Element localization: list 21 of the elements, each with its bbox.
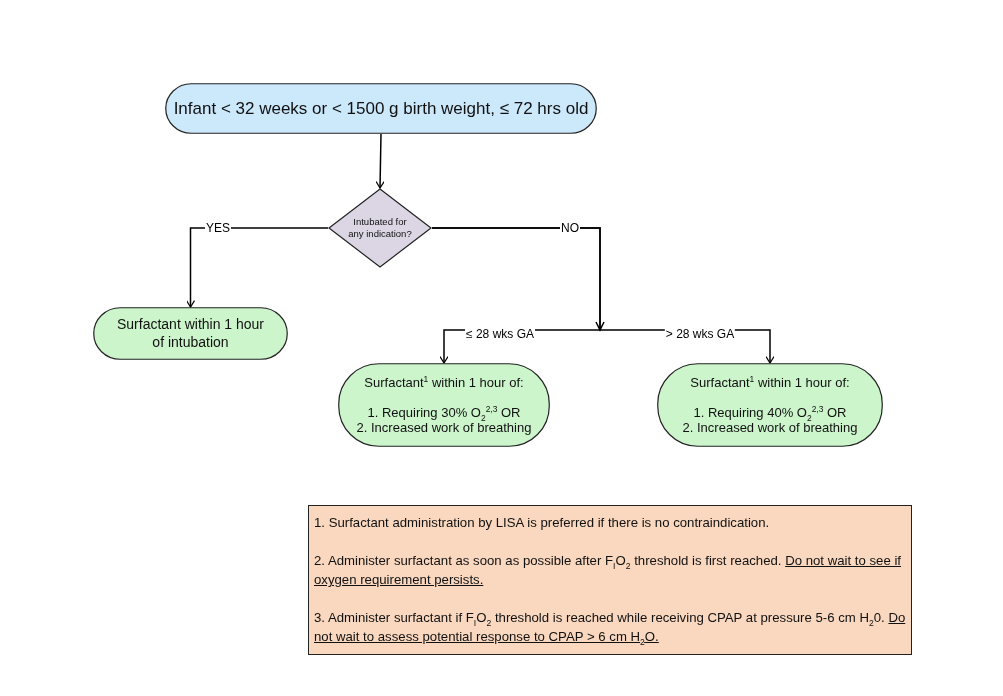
outcome-terminal <box>93 307 288 360</box>
node-text: Surfactant within 1 hour of intubation <box>115 316 266 351</box>
notes-panel <box>308 505 912 655</box>
edge-label: ≤ 28 wks GA <box>465 327 535 341</box>
arrow <box>375 133 385 189</box>
criterion-text: 1. Requiring 30% O$_{2}$$^{2,3}$ OR <box>367 405 521 420</box>
footnote: 3. Administer surfactant if F$_{I}$O$_{2}$ threshold is reached while receiving CPAP at pressure 5-6 cm H$_{2}$0. Do not wait to assess potential response to CPAP > 6 cm H$_{2}$O. <box>314 609 906 646</box>
edge-label: YES <box>205 221 231 235</box>
node-heading: Surfactant$^{1}$ within 1 hour of: <box>690 375 850 390</box>
branch-label: NO <box>560 221 580 235</box>
decision-diamond <box>328 188 432 268</box>
criterion-text: 2. Increased work of breathing <box>682 420 858 435</box>
node-text: Intubated for any indication? <box>347 216 413 240</box>
node-text: Infant < 32 weeks or < 1500 g birth weight, ≤ 72 hrs old <box>173 97 589 120</box>
start-terminal <box>165 83 597 134</box>
footnote: 1. Surfactant administration by LISA is preferred if there is no contraindication. <box>314 514 770 532</box>
criterion-text: 1. Requiring 40% O$_{2}$$^{2,3}$ OR <box>693 405 847 420</box>
footnote: 2. Administer surfactant as soon as possible after F$_{I}$O$_{2}$ threshold is first reached. Do not wait to see if oxygen requirement persists. <box>314 552 902 589</box>
node-heading: Surfactant$^{1}$ within 1 hour of: <box>364 375 524 390</box>
criterion-text: 2. Increased work of breathing <box>356 420 532 435</box>
edge-label: > 28 wks GA <box>664 327 736 341</box>
